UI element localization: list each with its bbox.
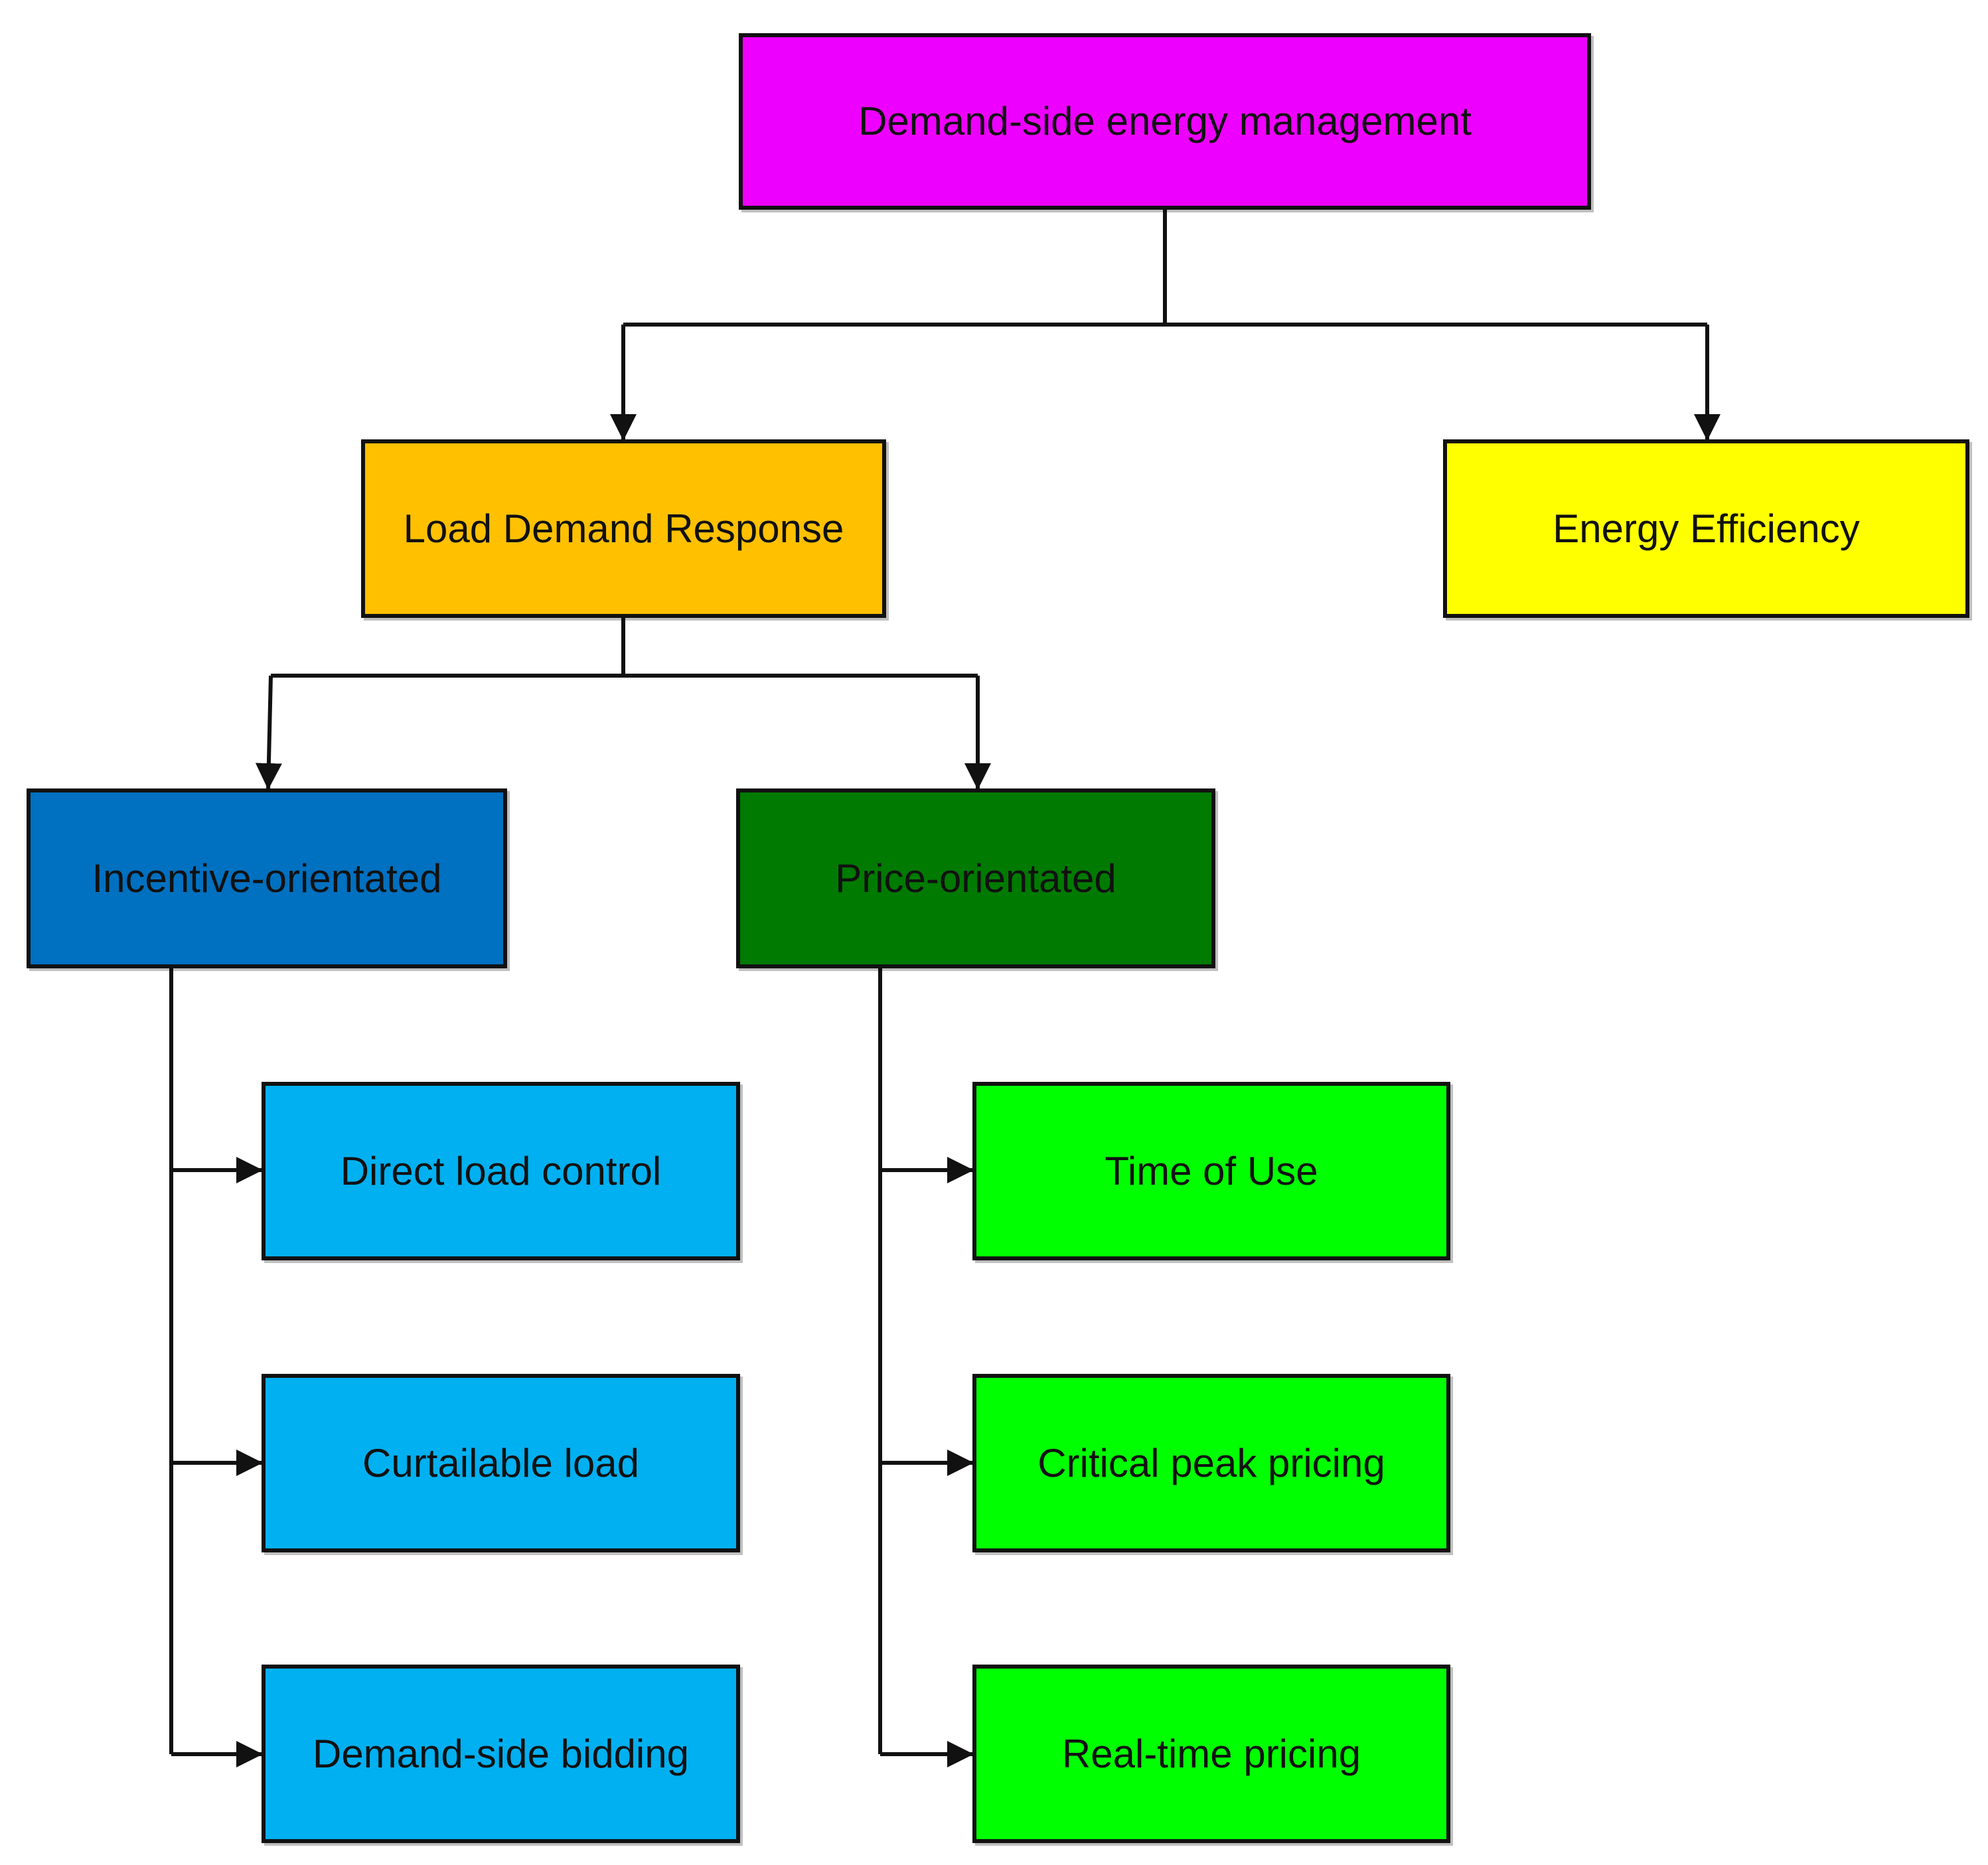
node-label: Critical peak pricing — [1037, 1440, 1385, 1485]
node-label: Price-orientated — [835, 856, 1116, 901]
node-label: Energy Efficiency — [1553, 506, 1860, 551]
node-label: Curtailable load — [362, 1440, 639, 1485]
node-demand-side-energy-management: Demand-side energy management — [739, 33, 1591, 210]
node-incentive-orientated: Incentive-orientated — [27, 788, 507, 968]
node-curtailable-load: Curtailable load — [262, 1374, 740, 1552]
node-load-demand-response: Load Demand Response — [361, 439, 886, 618]
node-energy-efficiency: Energy Efficiency — [1443, 439, 1969, 618]
node-label: Real-time pricing — [1061, 1731, 1361, 1776]
node-real-time-pricing: Real-time pricing — [972, 1665, 1450, 1843]
node-label: Demand-side energy management — [858, 99, 1472, 143]
node-price-orientated: Price-orientated — [736, 788, 1215, 968]
node-label: Time of Use — [1105, 1148, 1318, 1193]
node-direct-load-control: Direct load control — [262, 1082, 740, 1260]
node-critical-peak-pricing: Critical peak pricing — [972, 1374, 1450, 1552]
node-label: Incentive-orientated — [92, 856, 442, 901]
node-label: Direct load control — [340, 1148, 662, 1193]
node-label: Load Demand Response — [403, 506, 844, 551]
node-demand-side-bidding: Demand-side bidding — [262, 1665, 740, 1843]
node-time-of-use: Time of Use — [972, 1082, 1450, 1260]
node-label: Demand-side bidding — [312, 1731, 689, 1776]
edge-ldr-to-incentive — [255, 675, 282, 790]
